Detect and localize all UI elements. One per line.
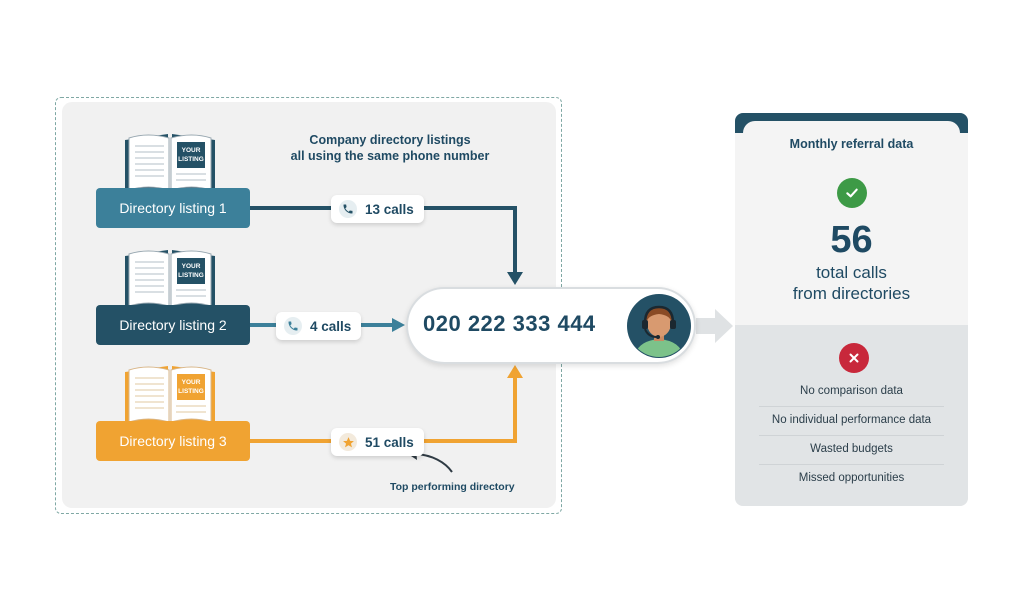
book-icon-listing-1: YOUR LISTING [125, 134, 215, 192]
issue-divider [759, 406, 944, 407]
phone-icon [339, 200, 357, 218]
issue-no-individual-performance-data: No individual performance data [771, 414, 932, 426]
book-cover-text-1b: LISTING [178, 156, 204, 163]
directory-listing-3: Directory listing 3 [96, 421, 250, 461]
card-header [743, 121, 960, 161]
calls-count-listing-2: 4 calls [310, 318, 352, 334]
book-cover-text-3a: YOUR [182, 379, 201, 386]
phone-icon [284, 317, 302, 335]
shared-phone-number: 020 222 333 444 [423, 311, 596, 336]
card-title: Monthly referral data [789, 137, 914, 151]
calls-count-listing-1: 13 calls [365, 201, 414, 217]
connector-to-card [696, 309, 733, 343]
issue-divider [759, 435, 944, 436]
calls-badge-listing-2: 4 calls [276, 312, 362, 340]
issue-wasted-budgets: Wasted budgets [810, 443, 893, 455]
checkmark-icon [837, 178, 867, 208]
total-calls-label-line2: from directories [792, 284, 911, 303]
calls-count-listing-3: 51 calls [365, 434, 414, 450]
book-cover-text-1a: YOUR [182, 147, 201, 154]
section-heading-line1: Company directory listings [309, 133, 471, 147]
book-cover-text-3b: LISTING [178, 388, 204, 395]
book-cover-text-2a: YOUR [182, 263, 201, 270]
book-icon-listing-2: YOUR LISTING [125, 250, 215, 308]
calls-badge-listing-1: 13 calls [331, 195, 424, 223]
issue-missed-opportunities: Missed opportunities [798, 472, 905, 484]
directory-listing-1: Directory listing 1 [96, 188, 250, 228]
issue-divider [759, 464, 944, 465]
monthly-referral-card: Monthly referral data 56 total calls fro… [735, 113, 968, 506]
total-calls-label-line1: total calls [816, 263, 887, 282]
section-heading-line2: all using the same phone number [290, 149, 490, 163]
issue-no-comparison-data: No comparison data [800, 385, 903, 397]
call-center-agent-icon [627, 294, 691, 358]
directory-listing-2: Directory listing 2 [96, 305, 250, 345]
total-calls-number: 56 [830, 219, 873, 261]
book-cover-text-2b: LISTING [178, 272, 204, 279]
book-icon-listing-3: YOUR LISTING [125, 366, 215, 424]
top-performing-annotation: Top performing directory [390, 481, 515, 493]
cross-icon [839, 343, 869, 373]
calls-badge-listing-3: 51 calls [331, 428, 424, 456]
star-icon [339, 433, 357, 451]
section-heading: Company directory listings all using the… [240, 132, 540, 164]
